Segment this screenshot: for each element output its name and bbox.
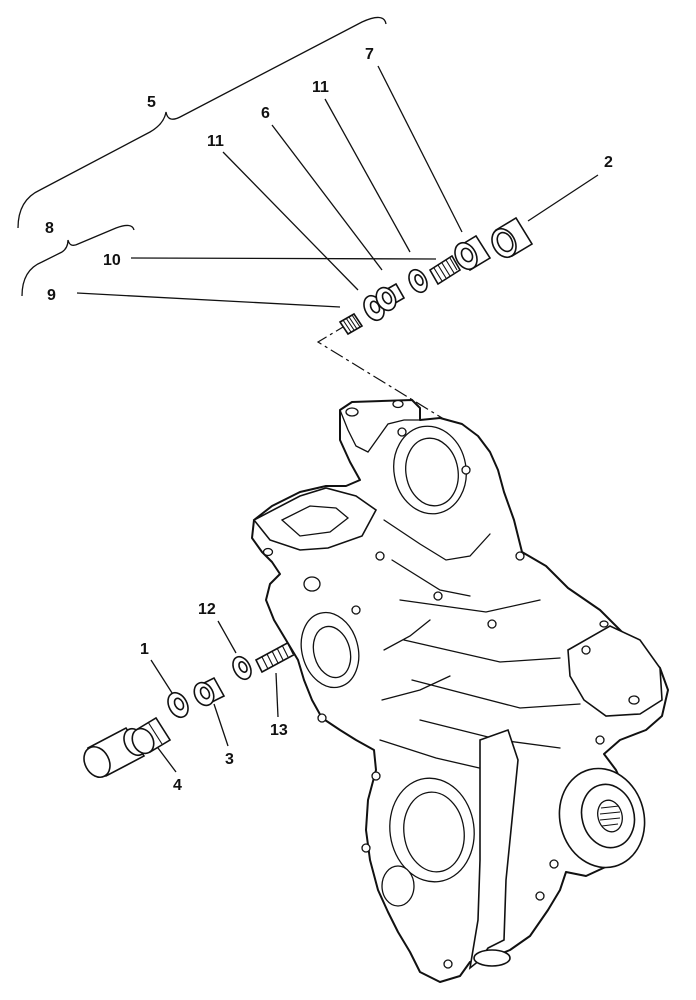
housing-bolt-hole <box>375 551 385 561</box>
part-4-nut <box>131 716 172 755</box>
part-1-washer <box>167 691 189 719</box>
housing-bolt-hole <box>515 551 525 561</box>
callout-12: 12 <box>198 601 216 618</box>
callout-9: 9 <box>47 287 56 304</box>
bracket-assembly-8 <box>21 224 135 297</box>
part-7-nut <box>454 234 492 272</box>
housing-right-boss <box>567 625 663 717</box>
part-3-seat <box>193 676 226 707</box>
housing-rib <box>381 675 451 701</box>
housing-port-opening <box>280 505 350 537</box>
housing-bolt-hole <box>392 399 404 409</box>
housing-rib <box>403 639 561 663</box>
callout-2: 2 <box>604 154 613 171</box>
leader-2 <box>527 174 599 222</box>
housing-port-boss <box>252 487 378 551</box>
housing-bolt-hole <box>628 695 640 705</box>
leader-1 <box>150 659 175 697</box>
housing-left-bore-inner <box>312 625 352 679</box>
housing-rib <box>411 679 581 709</box>
housing-bolt-hole <box>443 959 453 969</box>
housing-rib <box>383 519 491 561</box>
part-10-spring <box>428 254 462 286</box>
callout-4: 4 <box>173 777 182 794</box>
housing-top-tab <box>339 409 421 453</box>
callout-10: 10 <box>103 252 121 269</box>
housing-bolt-hole <box>433 591 443 601</box>
housing-lower-bore-inner <box>403 791 465 873</box>
part-11-washer-upper <box>408 268 428 294</box>
callout-5: 5 <box>147 94 156 111</box>
housing-rib <box>379 739 489 771</box>
timing-cover-housing <box>251 399 669 983</box>
callout-11-upper: 11 <box>312 79 329 96</box>
leader-11-lower <box>222 151 359 291</box>
housing-bolt-hole <box>351 605 361 615</box>
housing-bolt-hole <box>535 891 545 901</box>
housing-bolt-hole <box>487 619 497 629</box>
callout-3: 3 <box>225 751 234 768</box>
housing-bolt-hole <box>317 713 327 723</box>
callout-13: 13 <box>270 722 288 739</box>
housing-outlet-tube-end <box>473 949 511 967</box>
housing-rib <box>383 619 431 651</box>
callout-1: 1 <box>140 641 149 658</box>
housing-bolt-hole <box>262 547 274 557</box>
leader-7 <box>377 65 463 233</box>
housing-bolt-hole <box>581 645 591 655</box>
housing-left-bore <box>300 611 360 689</box>
housing-rib <box>391 559 471 597</box>
bracket-assembly-5 <box>17 16 387 229</box>
leader-3 <box>213 703 229 747</box>
leader-12 <box>217 620 237 654</box>
housing-bolt-hole <box>397 427 407 437</box>
housing-bolt-hole <box>361 843 371 853</box>
housing-bolt-hole <box>345 407 359 417</box>
assembly-center-line <box>316 323 479 441</box>
leader-6 <box>271 124 383 271</box>
part-2-cap <box>491 216 534 259</box>
leader-9 <box>76 292 341 308</box>
housing-bolt-hole <box>461 465 471 475</box>
housing-upper-bore-inner <box>405 437 459 507</box>
housing-outlet-tube <box>468 728 519 970</box>
leader-13 <box>275 672 279 718</box>
callout-6: 6 <box>261 105 270 122</box>
callout-11-lower: 11 <box>207 133 224 150</box>
part-9-plug <box>338 312 364 336</box>
housing-bolt-hole <box>599 620 609 628</box>
housing-small-pad <box>381 865 415 907</box>
housing-rib <box>399 599 541 613</box>
housing-bolt-hole <box>303 576 321 592</box>
part-12-washer <box>232 655 252 681</box>
housing-bolt-hole <box>549 859 559 869</box>
housing-bolt-hole <box>371 771 381 781</box>
housing-bolt-hole <box>595 735 605 745</box>
part-6-seat <box>375 282 406 312</box>
housing-thread-lines <box>599 805 621 827</box>
callout-7: 7 <box>365 46 374 63</box>
leader-11-upper <box>324 98 411 253</box>
callout-8: 8 <box>45 220 54 237</box>
leader-10 <box>130 257 437 260</box>
